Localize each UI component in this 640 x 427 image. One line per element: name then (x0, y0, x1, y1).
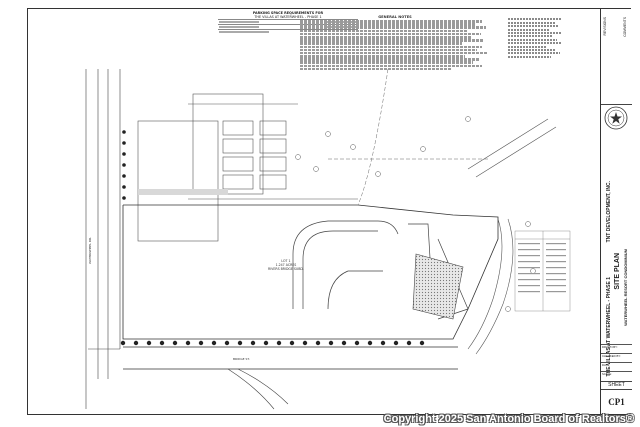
copyright-watermark: Copyright 2025 San Antonio Board of Real… (383, 413, 634, 425)
lot-acreage: 1.247 ACRES (275, 263, 297, 267)
parking-table-row (218, 29, 358, 34)
street-label-left: WATERWHEEL DR. (88, 236, 92, 264)
general-notes: GENERAL NOTES (300, 15, 490, 71)
revisions-label: REVISIONS (603, 17, 607, 36)
engineer-seal-icon (604, 106, 628, 130)
lot-label: LOT 1 1.247 ACRES RIVERS BRIDGE SUBD. (268, 259, 304, 271)
sheet-label: SHEET (601, 381, 632, 388)
drawn-by-field: DRAWN BY: (601, 344, 632, 353)
date-field: DATE: (601, 362, 632, 371)
subproject-name: WATERWHEEL RESORT CONDOMINIUM (623, 249, 628, 326)
site-plan-sheet: PARKING SPACE REQUIREMENTS FOR THE VILLA… (27, 8, 632, 415)
parking-table-subtitle: THE VILLAS AT WATERWHEEL - PHASE 1 (254, 15, 322, 19)
general-notes-title: GENERAL NOTES (378, 15, 412, 19)
street-label-bottom: BRIDGE ST. (233, 357, 250, 361)
comments-label: COMMENTS (623, 17, 627, 37)
title-block-fields: DRAWN BY: CHECKED BY: DATE: SCALE: (601, 344, 632, 380)
drawing-legend (508, 17, 568, 59)
lot-subdivision: RIVERS BRIDGE SUBD. (268, 267, 304, 271)
parking-table-title: PARKING SPACE REQUIREMENTS FOR (252, 11, 324, 15)
site-plan-drawing (85, 68, 571, 410)
company-name: TNT DEVELOPMENT, INC. (606, 181, 612, 243)
title-block: REVISIONS COMMENTS TNT DEVELOPMENT, INC.… (600, 9, 632, 414)
revisions-block (601, 9, 632, 105)
sheet-number: CP1 (601, 389, 632, 414)
scale-field: SCALE: (601, 371, 632, 380)
sheet-name: SITE PLAN (614, 253, 621, 290)
checked-by-field: CHECKED BY: (601, 353, 632, 362)
lot-number: LOT 1 (281, 259, 291, 263)
